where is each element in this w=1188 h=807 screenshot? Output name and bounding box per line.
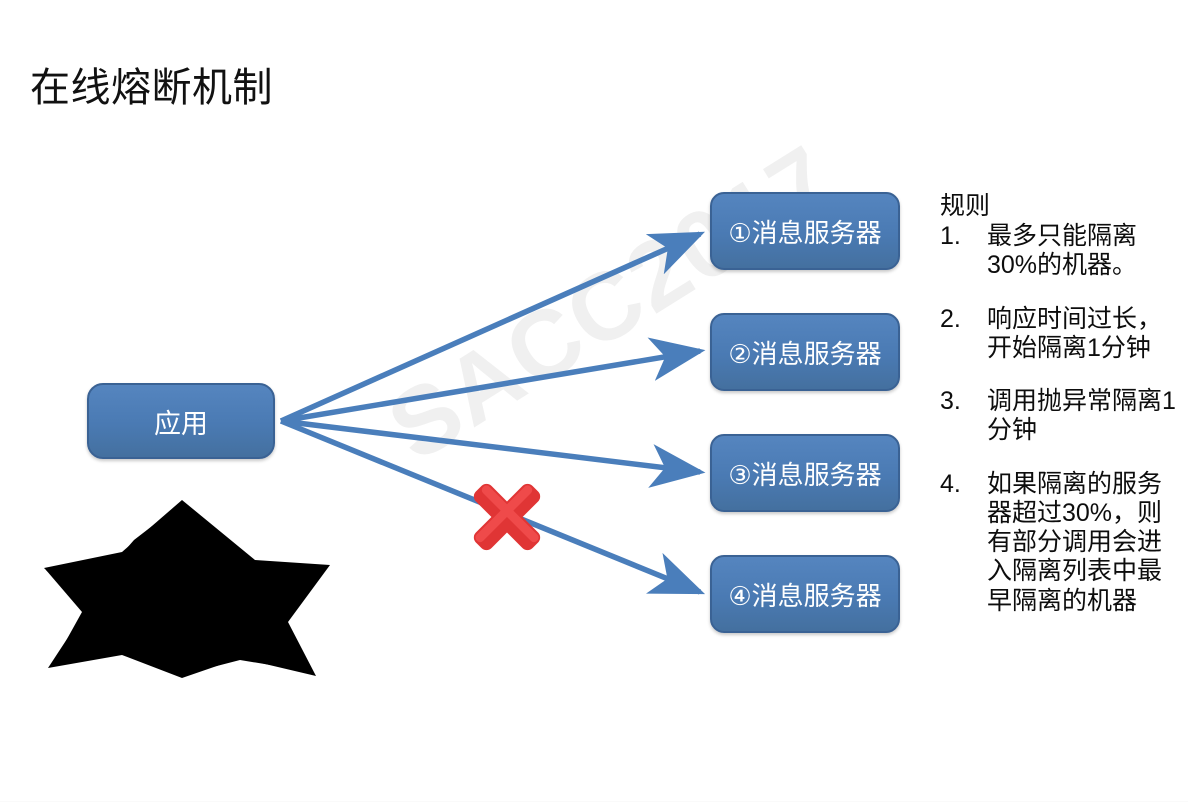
rules-panel: 规则 1. 最多只能隔离30%的机器。 2. 响应时间过长，开始隔离1分钟 3.… [940,192,1178,640]
node-server-2[interactable]: ②消息服务器 [710,313,900,391]
rule-item-4: 4. 如果隔离的服务器超过30%，则有部分调用会进入隔离列表中最早隔离的机器 [940,470,1178,616]
rule-item-2-text: 响应时间过长，开始隔离1分钟 [987,304,1163,362]
node-server-2-label: ②消息服务器 [728,338,882,369]
rule-item-1-number: 1. [940,222,961,250]
rule-item-2: 2. 响应时间过长，开始隔离1分钟 [940,305,1178,364]
rule-item-2-number: 2. [940,304,961,333]
bottom-divider [0,801,1188,802]
page-title: 在线熔断机制 [30,66,273,110]
node-app[interactable]: 应用 [87,383,275,459]
star-7-point-icon [44,500,330,678]
cross-icon [473,483,541,551]
rule-item-3-text: 调用抛异常隔离1分钟 [987,387,1176,445]
edge-app-to-srv3 [280,418,706,488]
edge-app-to-srv2 [280,337,706,424]
rule-item-3: 3. 调用抛异常隔离1分钟 [940,387,1178,446]
node-server-1[interactable]: ①消息服务器 [710,192,900,270]
rule-item-1: 1. 最多只能隔离30%的机器。 [940,222,1178,281]
rule-item-4-text: 如果隔离的服务器超过30%，则有部分调用会进入隔离列表中最早隔离的机器 [987,469,1163,615]
rule-item-4-number: 4. [940,469,961,498]
rule-item-3-number: 3. [940,387,961,415]
node-server-1-label: ①消息服务器 [728,217,882,248]
node-server-4[interactable]: ④消息服务器 [710,555,900,633]
node-server-4-label: ④消息服务器 [728,580,882,611]
edge-app-to-srv1 [279,231,706,424]
rules-heading: 规则 [940,192,991,220]
node-server-3-label: ③消息服务器 [728,459,882,490]
rule-item-1-text: 最多只能隔离30%的机器。 [987,222,1138,280]
node-server-3[interactable]: ③消息服务器 [710,434,900,512]
node-app-label: 应用 [154,408,208,439]
